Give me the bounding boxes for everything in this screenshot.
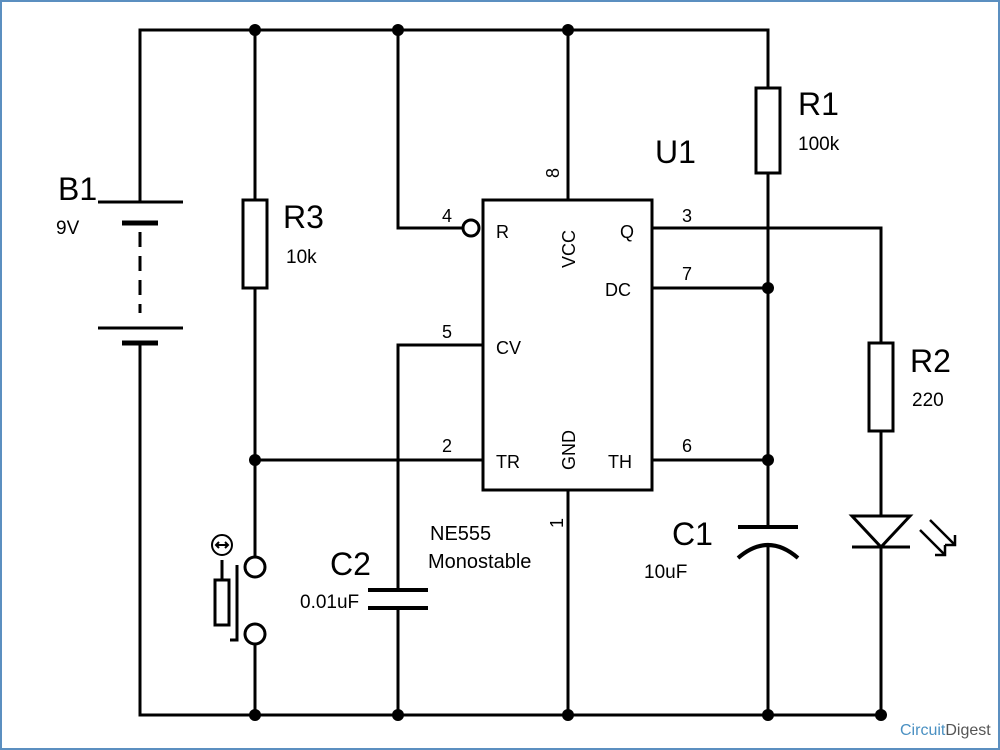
junction-dots (249, 24, 887, 721)
ic-mode: Monostable (428, 551, 531, 573)
battery-ref: B1 (58, 171, 97, 207)
pin-number-reset: 4 (442, 206, 452, 226)
junction-dot (392, 709, 404, 721)
pin-label-discharge: DC (605, 280, 631, 300)
r3-ref: R3 (283, 199, 324, 235)
junction-dot (762, 454, 774, 466)
battery-symbol (98, 200, 183, 346)
pin-number-discharge: 7 (682, 264, 692, 284)
brand-prefix: Circuit (900, 722, 946, 739)
r2-ref: R2 (910, 343, 951, 379)
battery-value: 9V (56, 218, 80, 239)
ic-body (481, 198, 654, 492)
pin-number-output: 3 (682, 206, 692, 226)
pin-label-output: Q (620, 222, 634, 242)
r2-value: 220 (912, 390, 944, 411)
pin-number-vcc: 8 (543, 168, 563, 178)
r3-value: 10k (286, 247, 317, 268)
push-button-icon (211, 534, 267, 646)
brand-logo: CircuitDigest (900, 722, 991, 739)
led-icon (848, 514, 957, 557)
pin-label-reset: R (496, 222, 509, 242)
r2-resistor (867, 341, 895, 433)
r3-resistor (241, 198, 269, 290)
r1-ref: R1 (798, 86, 839, 122)
c1-value: 10uF (644, 562, 687, 583)
c2-capacitor (368, 588, 428, 610)
junction-dot (875, 709, 887, 721)
pin-number-trigger: 2 (442, 436, 452, 456)
pin-number-threshold: 6 (682, 436, 692, 456)
junction-dot (392, 24, 404, 36)
junction-dot (762, 282, 774, 294)
junction-dot (249, 709, 261, 721)
pin-number-ground: 1 (547, 518, 567, 528)
pin-label-threshold: TH (608, 452, 632, 472)
junction-dot (562, 24, 574, 36)
junction-dot (249, 454, 261, 466)
c1-ref: C1 (672, 516, 713, 552)
reset-pin-bubble (461, 218, 481, 238)
output-wire (650, 226, 883, 345)
junction-dot (762, 709, 774, 721)
c1-capacitor (736, 525, 800, 560)
pin-label-ground: GND (559, 430, 579, 470)
c2-value: 0.01uF (300, 592, 359, 613)
junction-dot (562, 709, 574, 721)
ic-ref: U1 (655, 134, 696, 170)
c2-ref: C2 (330, 546, 371, 582)
wires (138, 28, 883, 717)
brand-suffix: Digest (945, 722, 991, 739)
ic-name: NE555 (430, 523, 491, 545)
pin-label-vcc: VCC (559, 230, 579, 268)
pin-number-control: 5 (442, 322, 452, 342)
junction-dot (249, 24, 261, 36)
r1-value: 100k (798, 134, 840, 155)
pin-label-trigger: TR (496, 452, 520, 472)
reset-wire (396, 28, 465, 230)
pin-label-control: CV (496, 338, 521, 358)
r1-resistor (754, 86, 782, 175)
control-wire (396, 343, 485, 592)
